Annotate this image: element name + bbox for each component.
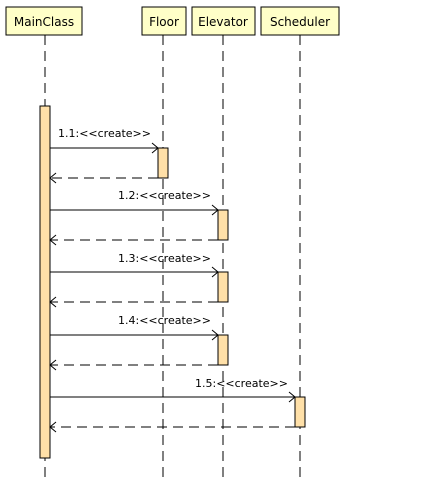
activation-mainclass[interactable] [39, 105, 51, 459]
arrowhead-icon [49, 359, 57, 371]
lifeline-head-mainclass[interactable]: MainClass [5, 6, 83, 36]
message-label: 1.5:<<create>> [195, 377, 288, 390]
activation-floor[interactable] [157, 147, 169, 179]
return-1-4[interactable] [49, 359, 218, 371]
return-1-3[interactable] [49, 296, 218, 308]
lifeline-label-mainclass: MainClass [14, 15, 74, 29]
return-1-2[interactable] [49, 234, 218, 246]
return-1-5[interactable] [49, 421, 295, 433]
message-1-5[interactable]: 1.5:<<create>> [50, 377, 296, 403]
message-1-3[interactable]: 1.3:<<create>> [50, 252, 219, 278]
activation-elevator-3[interactable] [217, 334, 229, 366]
message-label: 1.2:<<create>> [118, 189, 211, 202]
activation-elevator-1[interactable] [217, 209, 229, 241]
lifeline-label-scheduler: Scheduler [270, 15, 330, 29]
arrowhead-icon [49, 421, 57, 433]
lifeline-head-floor[interactable]: Floor [141, 6, 187, 36]
message-1-4[interactable]: 1.4:<<create>> [50, 314, 219, 341]
message-1-2[interactable]: 1.2:<<create>> [50, 189, 219, 216]
arrowhead-icon [49, 234, 57, 246]
arrowhead-icon [49, 172, 57, 184]
lifeline-label-elevator: Elevator [198, 15, 248, 29]
lifeline-head-elevator[interactable]: Elevator [191, 6, 256, 36]
message-label: 1.4:<<create>> [118, 314, 211, 327]
message-label: 1.3:<<create>> [118, 252, 211, 265]
lifeline-head-scheduler[interactable]: Scheduler [260, 6, 340, 36]
arrowhead-icon [49, 296, 57, 308]
activation-scheduler[interactable] [294, 396, 306, 428]
lifeline-label-floor: Floor [149, 15, 179, 29]
activation-elevator-2[interactable] [217, 271, 229, 303]
return-1-1[interactable] [49, 172, 158, 184]
message-label: 1.1:<<create>> [58, 127, 151, 140]
message-1-1[interactable]: 1.1:<<create>> [50, 127, 159, 154]
